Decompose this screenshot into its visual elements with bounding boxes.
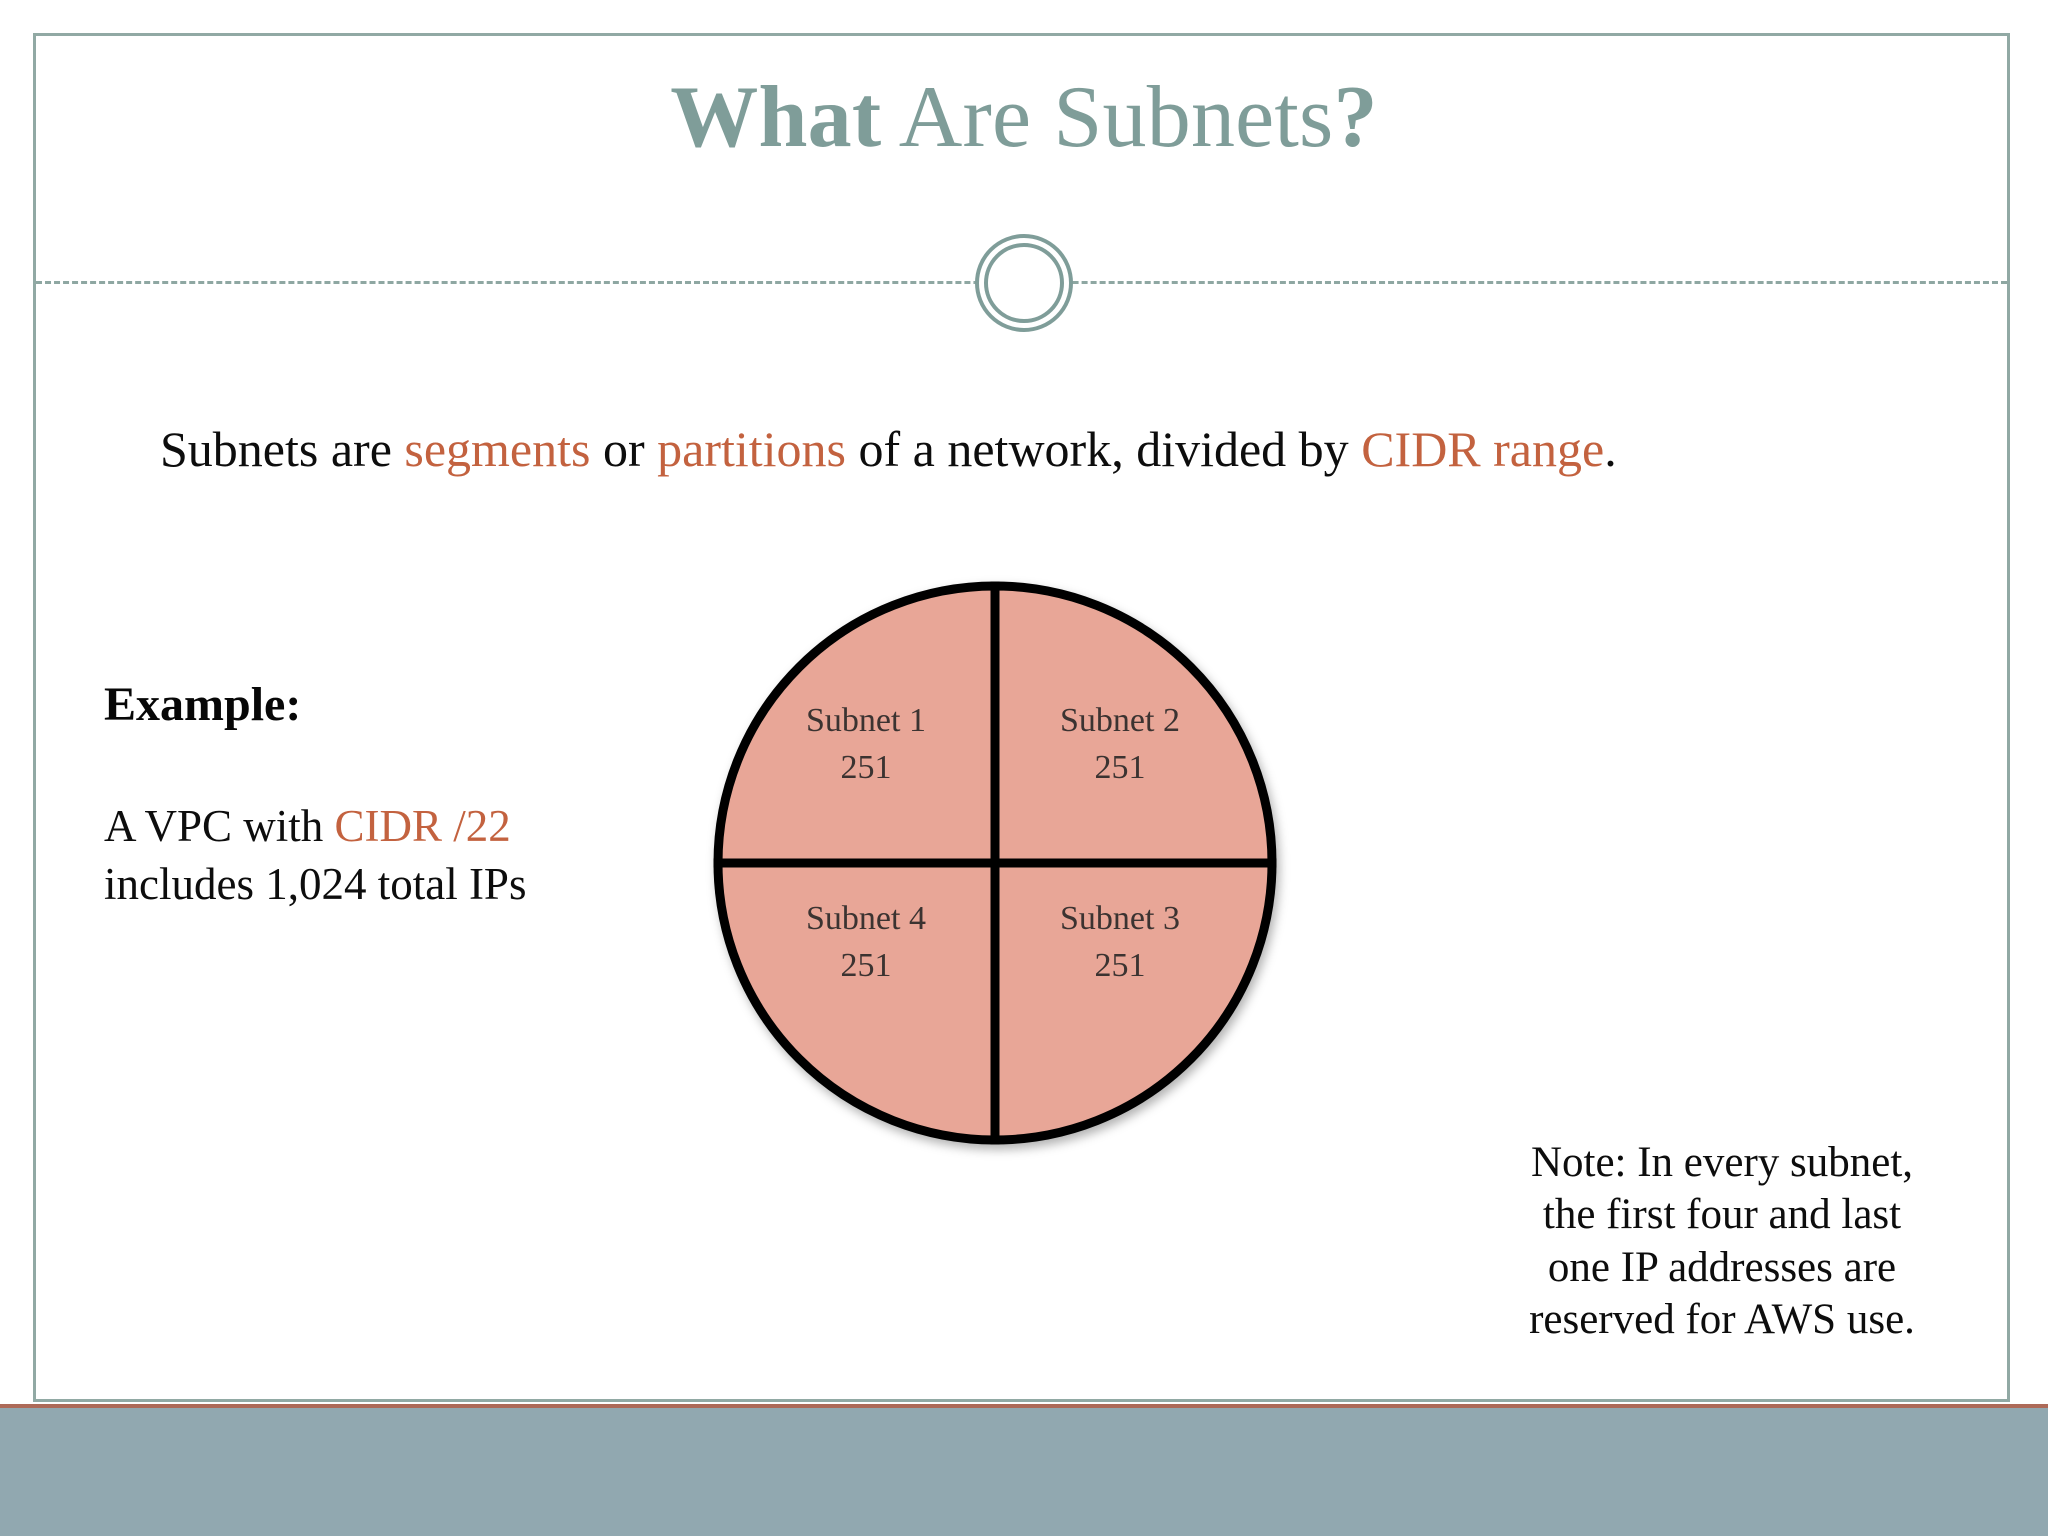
lead-sentence: Subnets are segments or partitions of a …: [160, 418, 1617, 481]
divider-ring-inner: [984, 243, 1064, 323]
example-line2: includes 1,024 total IPs: [104, 858, 527, 909]
pie-slice-subnet-4: [713, 858, 1000, 1145]
example-heading: Example:: [104, 678, 302, 731]
pie-label-subnet-1: Subnet 1 251: [746, 698, 986, 792]
aws-reserved-ip-note: Note: In every subnet, the first four an…: [1502, 1137, 1942, 1347]
pie-label-subnet-3-name: Subnet 3: [1060, 900, 1180, 937]
note-line-4: reserved for AWS use.: [1529, 1296, 1915, 1344]
lead-text-2: or: [590, 421, 658, 477]
title-bold-word: What: [670, 69, 882, 166]
pie-label-subnet-2-name: Subnet 2: [1060, 702, 1180, 739]
pie-label-subnet-3-value: 251: [1094, 946, 1146, 984]
pie-label-subnet-2-value: 251: [1094, 748, 1146, 786]
pie-slice-subnet-1: [713, 581, 1000, 868]
divider-double-ring-icon: [975, 234, 1073, 332]
footer-bar: [0, 1404, 2048, 1536]
lead-highlight-partitions: partitions: [657, 421, 847, 477]
pie-label-subnet-2: Subnet 2 251: [1000, 698, 1240, 792]
pie-label-subnet-4-value: 251: [840, 946, 892, 984]
lead-text-1: Subnets are: [160, 421, 405, 477]
pie-label-subnet-4: Subnet 4 251: [746, 896, 986, 990]
pie-slice-subnet-2: [990, 581, 1277, 868]
subnet-pie-chart: Subnet 1 251 Subnet 2 251 Subnet 3 251 S…: [710, 578, 1280, 1148]
example-body: A VPC with CIDR /22 includes 1,024 total…: [104, 798, 664, 913]
pie-slice-subnet-3: [990, 858, 1277, 1145]
title-regular-words: Are Subnets: [881, 69, 1334, 166]
note-line-2: the first four and last: [1542, 1191, 1902, 1239]
example-line1-accent: CIDR /22: [334, 801, 511, 851]
note-line-1: Note: In every subnet,: [1530, 1139, 1914, 1186]
pie-label-subnet-4-name: Subnet 4: [806, 900, 926, 937]
pie-label-subnet-1-value: 251: [840, 748, 892, 786]
pie-chart-svg: [713, 581, 1277, 1145]
example-line1-prefix: A VPC with: [104, 801, 335, 851]
lead-highlight-cidr-range: CIDR range: [1361, 421, 1605, 477]
pie-label-subnet-1-name: Subnet 1: [806, 702, 926, 739]
note-line-3: one IP addresses are: [1547, 1243, 1897, 1291]
pie-label-subnet-3: Subnet 3 251: [1000, 896, 1240, 990]
page-title: What Are Subnets?: [0, 69, 2048, 166]
lead-text-4: .: [1604, 421, 1617, 477]
title-question-mark: ?: [1333, 69, 1378, 166]
lead-highlight-segments: segments: [404, 421, 591, 477]
lead-text-3: of a network, divided by: [846, 421, 1362, 477]
